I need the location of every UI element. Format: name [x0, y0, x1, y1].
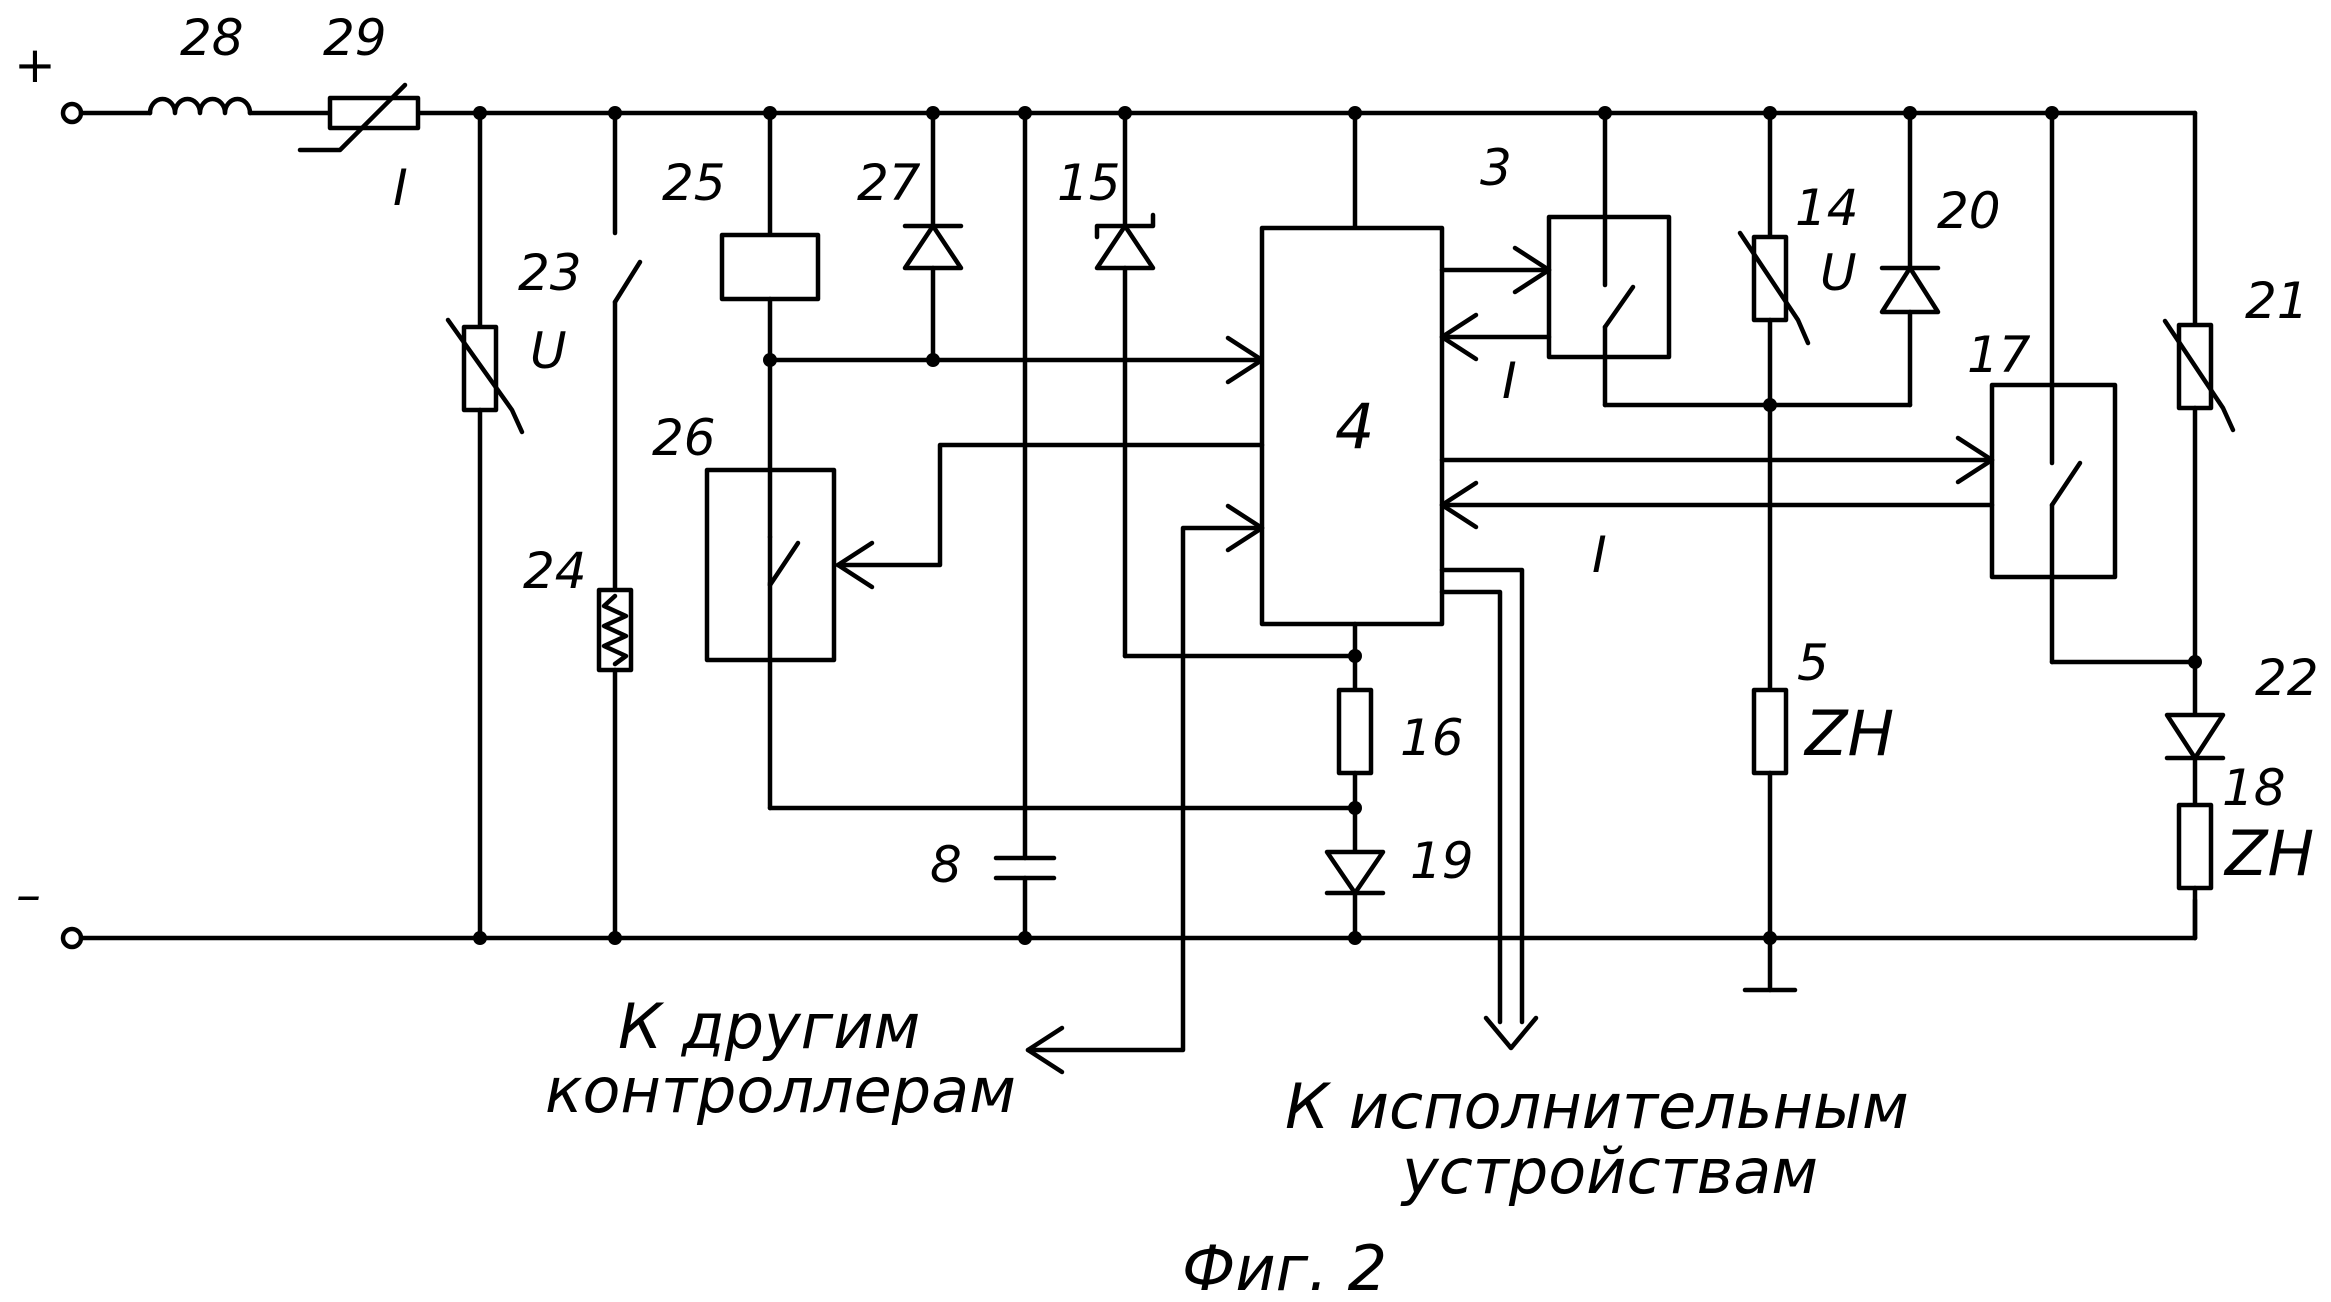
caption-other-line2: контроллерам	[545, 1054, 1016, 1127]
relay-coil-25	[722, 113, 818, 537]
label-20: 20	[1937, 182, 2001, 240]
heater-24	[599, 590, 631, 938]
label-4-sig: I	[1592, 526, 1607, 584]
figure-caption: Фиг. 2	[1182, 1232, 1387, 1302]
label-16: 16	[1400, 709, 1464, 767]
label-29: 29	[323, 9, 387, 67]
diode-22	[2167, 715, 2223, 805]
load-18	[2179, 805, 2211, 938]
label-23: 23	[518, 244, 582, 302]
label-4: 4	[1335, 390, 1374, 463]
component-labels: 28 29 I 23 U 24 25 26 27 15 3 I 14 U 20 …	[180, 9, 2319, 894]
label-24: 24	[523, 542, 587, 600]
label-19: 19	[1410, 832, 1474, 890]
label-3: 3	[1480, 139, 1512, 197]
label-15: 15	[1057, 154, 1121, 212]
label-8: 8	[930, 836, 962, 894]
switch-branch	[615, 113, 640, 590]
resistor-16	[1339, 690, 1371, 850]
diode-27	[905, 113, 961, 360]
negative-rail	[63, 900, 2195, 947]
caption-other-line1: К другим	[618, 990, 920, 1063]
varistor-23	[448, 113, 522, 938]
inductor-28	[150, 99, 250, 113]
label-18-type: ZН	[2223, 817, 2314, 890]
current-varistor-29	[300, 85, 418, 150]
label-17: 17	[1967, 326, 2031, 384]
caption-actuators-line2: устройствам	[1400, 1135, 1818, 1208]
label-27: 27	[857, 154, 921, 212]
actuator-bus	[1442, 570, 1536, 1048]
caption-actuators-line1: К исполнительным	[1285, 1070, 1909, 1143]
label-5-type: ZН	[1803, 697, 1894, 770]
label-26: 26	[652, 409, 716, 467]
label-5: 5	[1797, 634, 1829, 692]
diode-19	[1327, 852, 1383, 938]
label-14: 14	[1795, 179, 1859, 237]
switch-module-26	[707, 470, 1355, 808]
other-controllers-link	[1028, 506, 1262, 1072]
label-3-sig: I	[1502, 352, 1517, 410]
label-22: 22	[2255, 649, 2319, 707]
capacitor-8	[996, 113, 1054, 938]
captions: К другим контроллерам К исполнительным у…	[545, 990, 1909, 1302]
label-14-type: U	[1820, 244, 1857, 302]
control-line-26	[838, 445, 1262, 587]
label-28: 28	[180, 9, 244, 67]
terminal-labels: + –	[14, 36, 56, 924]
label-29-type: I	[393, 159, 408, 217]
terminal-plus-label: +	[14, 36, 56, 94]
label-23-type: U	[530, 322, 567, 380]
label-25: 25	[662, 154, 726, 212]
diode-20	[1882, 113, 1938, 405]
label-21: 21	[2245, 272, 2309, 330]
terminal-minus-label: –	[16, 866, 41, 924]
sense-line	[770, 338, 1262, 382]
label-18: 18	[2222, 759, 2286, 817]
varistor-21	[2165, 113, 2233, 715]
